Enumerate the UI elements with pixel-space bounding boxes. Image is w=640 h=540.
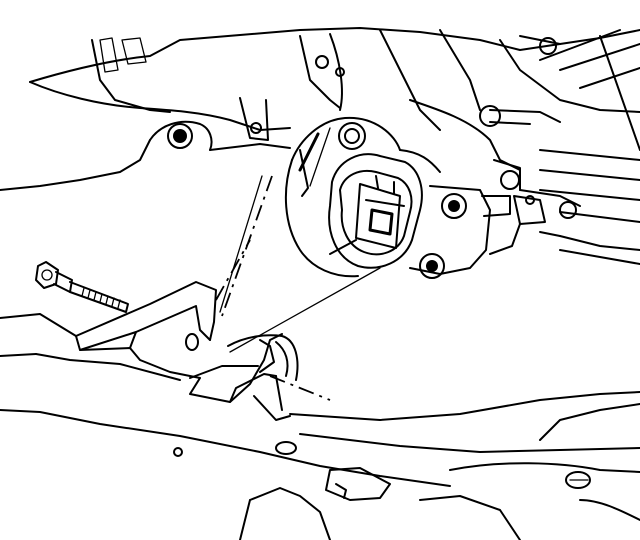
mount-bolt bbox=[35, 261, 129, 313]
side-linkage bbox=[539, 231, 640, 265]
engine-mount bbox=[284, 116, 581, 279]
frame-bracket bbox=[75, 281, 299, 421]
subframe bbox=[0, 313, 640, 540]
housing-boss bbox=[0, 120, 291, 191]
alignment-guides bbox=[215, 175, 381, 401]
transaxle-housing bbox=[29, 27, 640, 223]
